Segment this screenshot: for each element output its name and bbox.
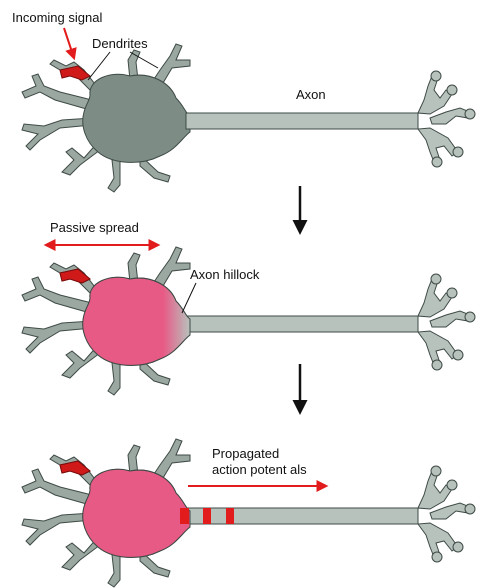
synapse-terminal (59, 460, 91, 476)
dendrites-pointer-left (87, 51, 111, 81)
propagated-label-line2: action potent als (212, 462, 307, 477)
action-potential-band-1 (180, 508, 189, 524)
axon-hillock-label: Axon hillock (190, 267, 260, 282)
action-potential-band-3 (226, 508, 234, 524)
neuron-resting (21, 43, 476, 193)
depolarized-soma (82, 276, 191, 366)
depolarized-soma (82, 468, 191, 558)
dendrites-pointer-right (129, 51, 159, 69)
incoming-signal-arrow (63, 27, 77, 61)
synapse-terminal (59, 268, 91, 284)
neuron-panel-3 (21, 438, 476, 588)
axon-label: Axon (296, 87, 326, 102)
neuron-panel-1: Incoming signal Dendrites Axon (12, 10, 476, 193)
passive-spread-label: Passive spread (50, 220, 139, 235)
action-potential-band-2 (203, 508, 211, 524)
propagated-label-line1: Propagated (212, 446, 279, 461)
dendrites-label: Dendrites (92, 36, 148, 51)
incoming-signal-label: Incoming signal (12, 10, 102, 25)
axon-hillock-pointer (181, 282, 197, 314)
neuron-panel-2: Axon hillock (21, 246, 476, 396)
